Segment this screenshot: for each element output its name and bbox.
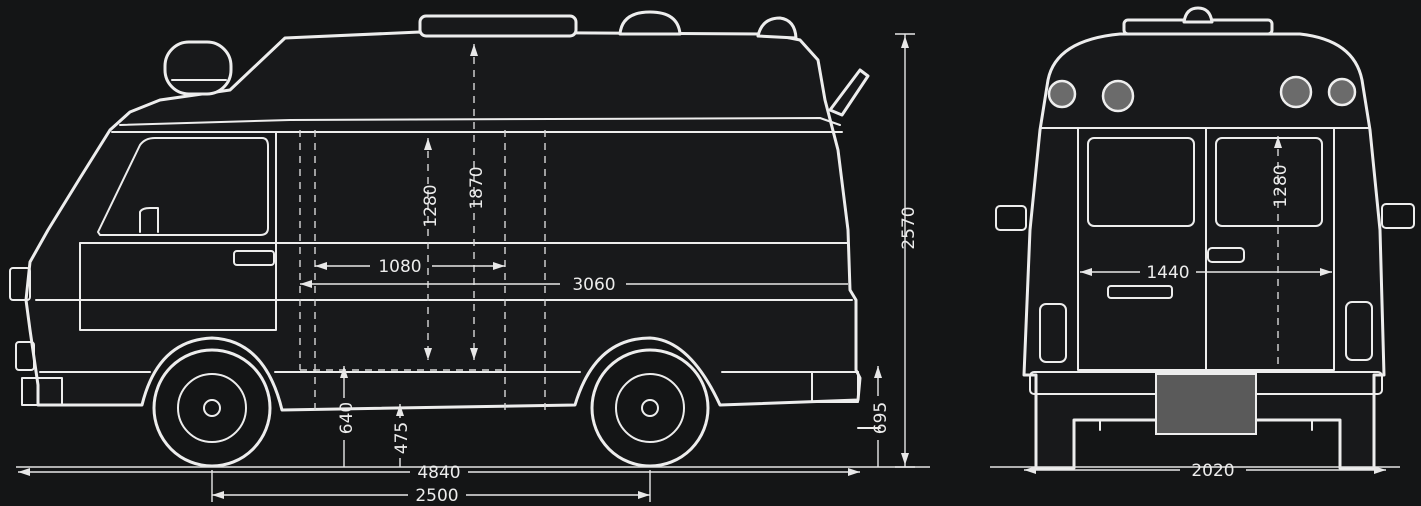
arrow xyxy=(470,44,478,56)
tail-lamp-left xyxy=(1039,303,1067,363)
label-interior-height: 1870 xyxy=(467,166,487,209)
arrow xyxy=(1374,466,1386,474)
arrow xyxy=(493,262,505,270)
arrow xyxy=(901,36,909,48)
label-door-width: 1080 xyxy=(378,257,421,277)
label-rear-height: 695 xyxy=(871,402,891,434)
label-door-height: 1280 xyxy=(421,184,441,227)
roof-dome xyxy=(618,10,682,36)
marker-lamp xyxy=(1047,79,1077,109)
rear-body-outline xyxy=(1022,32,1386,470)
side-body-outline xyxy=(24,30,862,412)
label-wheelbase: 2500 xyxy=(415,486,458,506)
rear-door-handle xyxy=(1207,247,1245,263)
arrow xyxy=(212,491,224,499)
arrow xyxy=(300,280,312,288)
marker-lamp xyxy=(1101,79,1135,113)
label-load-length: 3060 xyxy=(572,275,615,295)
headlamp xyxy=(9,267,31,301)
arrow xyxy=(874,366,882,378)
rear-axle-parts xyxy=(1099,419,1313,431)
label-rear-door-width: 1440 xyxy=(1146,263,1189,283)
side-dimensions xyxy=(18,33,915,502)
marker-lamp xyxy=(1279,75,1313,109)
dim-line-wheelbase xyxy=(211,470,651,502)
license-plate xyxy=(1155,373,1257,435)
front-fog-lamp xyxy=(15,341,35,371)
arrow xyxy=(1024,466,1036,474)
tail-lamp-right xyxy=(1345,301,1373,361)
rear-view xyxy=(990,6,1415,470)
arrow xyxy=(1080,268,1092,276)
arrow xyxy=(424,348,432,360)
label-rear-door-height: 1280 xyxy=(1271,164,1291,207)
arrow xyxy=(340,366,348,378)
rear-window-right xyxy=(1215,137,1323,227)
arrow xyxy=(901,453,909,465)
arrow xyxy=(18,468,30,476)
arrow xyxy=(470,348,478,360)
cab-door xyxy=(79,131,277,331)
front-bumper xyxy=(21,377,63,406)
arrow xyxy=(396,404,404,416)
label-overall-length: 4840 xyxy=(417,463,460,483)
siren-horn xyxy=(828,68,870,117)
arrow xyxy=(638,491,650,499)
front-beacon xyxy=(163,40,233,96)
arrow xyxy=(1320,268,1332,276)
label-step-height: 475 xyxy=(392,422,412,454)
rear-beacon xyxy=(756,16,798,40)
mirror-right xyxy=(1381,203,1415,229)
marker-lamp xyxy=(1327,77,1357,107)
label-overall-height: 2570 xyxy=(899,206,919,249)
cab-window xyxy=(97,137,269,236)
rear-window-left xyxy=(1087,137,1195,227)
rear-dimensions xyxy=(1024,136,1386,474)
side-view xyxy=(9,10,930,468)
arrow xyxy=(315,262,327,270)
sliding-door-outline xyxy=(299,130,546,410)
rear-step-plate xyxy=(1107,285,1173,299)
door-handle xyxy=(233,250,275,266)
roof-light-bar xyxy=(418,14,578,38)
arrow xyxy=(848,468,860,476)
rear-bumper xyxy=(811,371,859,403)
roof-edge xyxy=(119,117,841,126)
side-mirror xyxy=(139,207,159,233)
rear-roof-beacon xyxy=(1182,6,1214,24)
arrow xyxy=(424,138,432,150)
mirror-left xyxy=(995,205,1027,231)
dim-line-overall-height xyxy=(895,33,915,468)
label-floor-height: 640 xyxy=(337,402,357,434)
label-overall-width: 2020 xyxy=(1191,461,1234,481)
arrow xyxy=(1274,136,1282,148)
front-wheel xyxy=(152,348,272,468)
rear-wheel xyxy=(590,348,710,468)
